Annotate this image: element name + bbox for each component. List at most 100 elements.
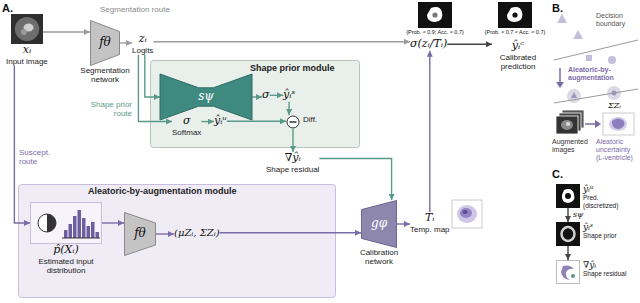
flow-arrow [270,95,283,96]
flow-arrow [156,233,174,234]
text-column: ŷᵢˢShape prior [583,222,617,240]
latent-moments: (μZᵢ, ΣZᵢ) [174,227,220,239]
math-symbol: fθ [99,36,111,50]
output-thumbnail [498,2,532,28]
difference-op: Diff. [286,115,317,129]
segmentation-hole [565,193,571,199]
flow-arrow [102,222,124,223]
output-thumbnail [418,2,452,28]
flow-arrow [14,66,30,223]
shape-outline [11,14,43,44]
flow-arrow [120,42,132,43]
histogram-bar [73,216,77,238]
segmentation-blob [562,189,575,203]
prediction-output: ŷᵢᵘ [214,115,227,128]
node-caption: Shape prior [583,232,617,239]
math-symbol: ŷᵢˢ [283,89,295,102]
brightness-icon [47,214,56,232]
segmentation-network: fθSegmentation network [76,20,134,84]
shape-prior-network: sψ [160,74,252,120]
shape-prior-example: ŷᵢˢShape prior [556,222,617,246]
flow-arrow [227,121,286,122]
image-ground [557,261,580,284]
input-image: xᵢInput image [6,14,48,66]
augmented-image-stack [556,110,601,134]
node-caption: Diff. [303,115,317,124]
image-detail [21,29,27,35]
module-title: Aleatoric-by-augmentation module [18,184,336,196]
node-caption: Logits [132,46,153,55]
shape-residual: ∇ŷᵢShape residual [266,152,319,174]
shape-fill [362,201,397,248]
text-column: ŷᵢᵘPred. (discretized) [583,184,633,209]
shape-prior-output: ŷᵢˢ [283,89,295,102]
uncertainty-heatmap [603,113,634,135]
histogram-bar [87,226,91,238]
flow-arrow [145,55,160,97]
shape-residual-example-outline [556,260,580,284]
softmax-op: σSoftmax [172,115,201,137]
shape-fill [160,74,252,120]
math-symbol: ŷᵢˢ [583,222,593,232]
route-label: Segmentation route [100,5,170,14]
flow-arrow [220,232,361,233]
segmentation-network-outline: fθ [90,20,120,66]
math-symbol: sψ [198,90,214,104]
shape-residual-example: ∇ŷᵢShape residual [556,260,626,284]
sketch-label: Augmented images [552,138,594,154]
shape-outline [30,202,102,244]
math-symbol: Tᵢ [425,212,435,225]
sketch-label: Aleatoric uncertainty (L-ventricle) [596,138,638,162]
image-ground [556,184,580,208]
node-caption: Pred. (discretized) [583,194,633,209]
route-label: Suscept. route [19,148,59,166]
node-caption: Calibrated prediction [492,53,544,71]
image-tissue [15,17,39,41]
flow-arrow [447,44,492,45]
image-ground [11,14,43,44]
temperature-heatmap [452,200,482,228]
image-ground [556,222,580,246]
math-symbol: xᵢ [23,44,31,57]
math-symbol: ∇ŷᵢ [583,260,596,270]
calibration-network-outline: gφ [361,200,397,248]
text-column: ∇ŷᵢShape residual [583,260,626,278]
flow-arrow [252,96,262,97]
math-symbol: σ [262,89,270,102]
math-symbol: (μZᵢ, ΣZᵢ) [174,227,220,239]
histogram-bar [78,210,82,238]
input-image-outline [11,14,43,44]
math-symbol: σ [183,115,191,128]
flow-arrow [288,102,289,115]
input-distribution: p̂(Xᵢ)Estimated input distribution [26,202,106,275]
math-symbol: ŷᵢᵘ [583,184,594,194]
sketch-label: Decision boundary [596,12,638,28]
flow-arrow [397,223,410,224]
module-panel [19,185,336,298]
discretized-prediction-outline [556,184,580,208]
shape-fill [125,213,156,256]
shape-prior-network-outline: sψ [160,74,252,120]
difference-circle [287,116,299,128]
segmentation-network: fθ [124,212,156,256]
node-caption: Shape residual [583,270,626,277]
residual-blob [561,265,574,280]
calibrated-softmax: σ(zᵢ/Tᵢ) [410,38,447,51]
discretized-prediction: ŷᵢᵘPred. (discretized) [556,184,633,209]
logits: zᵢLogits [132,33,153,55]
input-distribution-outline [30,202,102,244]
histogram-bar [64,230,68,238]
flow-arrow [319,159,391,200]
calibration-network: gφCalibration network [350,200,408,266]
augmented-boundary-sketch [554,86,638,103]
histogram-bar [82,218,86,238]
node-caption: Estimated input distribution [26,257,106,275]
panel-letter: A. [2,2,13,15]
sigmoid-op: σ [262,89,270,102]
sketch-label: Aleatoric-by-augmentation [568,66,638,82]
difference-op-outline [286,115,300,129]
histogram-bar [69,224,73,238]
flow-arrow [292,129,293,152]
flow-arrow [567,208,568,222]
